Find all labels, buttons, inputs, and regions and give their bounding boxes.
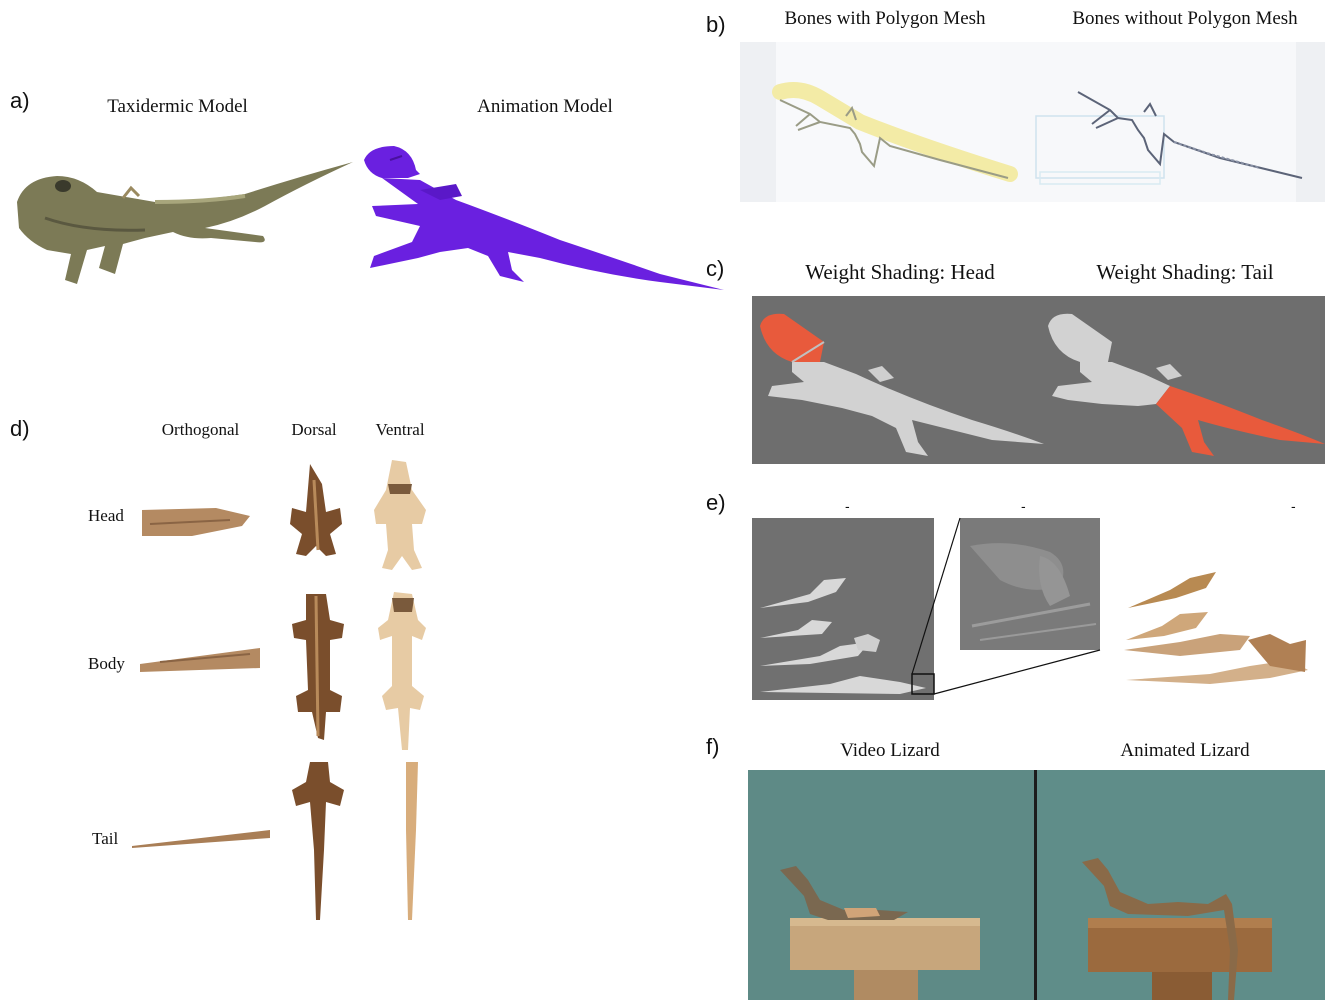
video-comparison-image: [748, 770, 1325, 1000]
panel-f-label: f): [706, 734, 719, 760]
animation-lizard-model: [360, 140, 725, 295]
column-ventral: Ventral: [366, 420, 434, 440]
panel-e-caption-3: -: [1291, 498, 1296, 514]
column-orthogonal: Orthogonal: [148, 420, 253, 440]
panel-c-label: c): [706, 256, 724, 282]
row-tail: Tail: [92, 829, 118, 849]
panel-e-label: e): [706, 490, 726, 516]
panel-b-label: b): [706, 12, 726, 38]
panel-e-caption-1: -: [845, 498, 850, 514]
weight-head-caption: Weight Shading: Head: [780, 260, 1020, 285]
row-head: Head: [88, 506, 124, 526]
animated-lizard-caption: Animated Lizard: [1090, 740, 1280, 762]
weight-shading-image: [752, 296, 1325, 464]
bones-viewport-image: [740, 42, 1325, 202]
uv-layout-image: [750, 516, 1325, 706]
texture-sections-image: [130, 450, 440, 930]
bones-with-mesh-caption: Bones with Polygon Mesh: [760, 8, 1010, 30]
panel-d-label: d): [10, 416, 30, 442]
panel-a-label: a): [10, 88, 30, 114]
panel-e-caption-2: -: [1021, 498, 1026, 514]
row-body: Body: [88, 654, 125, 674]
animation-model-caption: Animation Model: [455, 96, 635, 118]
weight-tail-caption: Weight Shading: Tail: [1070, 260, 1300, 285]
column-dorsal: Dorsal: [280, 420, 348, 440]
taxidermic-model-caption: Taxidermic Model: [90, 96, 265, 118]
taxidermic-lizard-image: [5, 140, 355, 295]
video-lizard-caption: Video Lizard: [800, 740, 980, 762]
bones-without-mesh-caption: Bones without Polygon Mesh: [1050, 8, 1320, 30]
